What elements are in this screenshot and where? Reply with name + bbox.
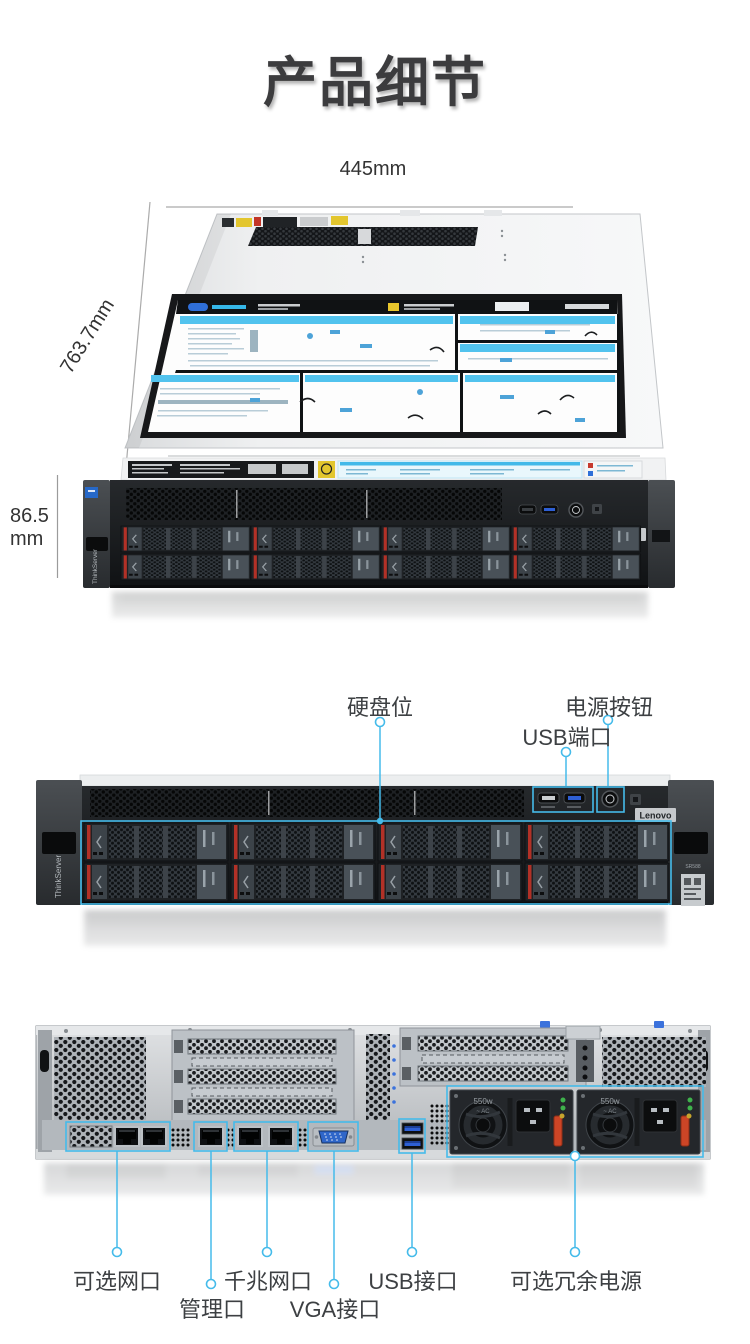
psu-unit-1: 550w ~ AC bbox=[450, 1090, 573, 1154]
callout-label-gbe-ports: 千兆网口 bbox=[223, 1269, 312, 1294]
power-button-icon bbox=[601, 790, 619, 808]
psu-unit-2: 550w ~ AC bbox=[577, 1090, 700, 1154]
rj45-port-icon bbox=[114, 1126, 140, 1147]
callout-lines bbox=[116, 725, 609, 1279]
dimension-lines bbox=[56, 201, 573, 578]
callout-label-power-button: 电源按钮 bbox=[564, 695, 653, 720]
blue-headers bbox=[392, 1044, 396, 1104]
highlight-box-power-button bbox=[596, 786, 625, 813]
callout-label-redundant-psu: 可选冗余电源 bbox=[509, 1269, 642, 1294]
dimension-height-unit: mm bbox=[10, 528, 44, 550]
server-top-view: ThinkServer Lenovo bbox=[55, 210, 705, 668]
model-label: SR588 bbox=[685, 864, 701, 870]
callout-label-vga-port: VGA接口 bbox=[289, 1297, 381, 1322]
dimension-width-label: 445mm bbox=[339, 158, 407, 180]
psu-ac-label: ~ AC bbox=[603, 1109, 617, 1115]
usb-port-icon bbox=[401, 1137, 424, 1150]
chassis-notch bbox=[400, 210, 420, 216]
highlight-box-optional-nic bbox=[65, 1121, 171, 1152]
power-button-icon bbox=[568, 502, 584, 518]
rj45-port-icon bbox=[141, 1126, 167, 1147]
lenovo-logo-text: Lenovo bbox=[639, 811, 672, 821]
callout-dot-drive-bays bbox=[376, 817, 384, 825]
callout-label-optional-nic: 可选网口 bbox=[72, 1269, 161, 1294]
chassis-notch bbox=[262, 210, 278, 216]
vent-gap bbox=[358, 229, 371, 244]
callout-label-management-port: 管理口 bbox=[178, 1297, 245, 1322]
highlight-box-vga-port bbox=[307, 1121, 359, 1152]
label-logo-oval bbox=[188, 303, 208, 311]
rear-vent-left bbox=[54, 1037, 146, 1121]
dimension-height-label: 86.5 mm bbox=[10, 505, 70, 551]
page-title: 产品细节 bbox=[263, 53, 487, 113]
rear-vent-right bbox=[602, 1037, 706, 1087]
psu-wattage-label: 550w bbox=[600, 1097, 619, 1106]
front-vent bbox=[126, 488, 502, 520]
vga-port-icon bbox=[312, 1127, 355, 1147]
rack-ear-right: SR588 bbox=[668, 780, 714, 906]
psu-wattage-label: 550w bbox=[473, 1097, 492, 1106]
lenovo-badge bbox=[635, 808, 676, 822]
rear-latch-handle bbox=[565, 1025, 601, 1040]
callout-label-usb-ports: USB端口 bbox=[522, 725, 612, 750]
rear-bracket bbox=[576, 1040, 594, 1082]
label-diagrams bbox=[299, 331, 598, 420]
callout-label-usb-rear: USB接口 bbox=[368, 1269, 458, 1294]
label-fine-print bbox=[157, 324, 608, 417]
usb-port-icon bbox=[401, 1122, 424, 1135]
rack-ear-left: ThinkServer bbox=[36, 780, 82, 905]
front-control-cluster bbox=[537, 790, 641, 808]
rj45-port-icon bbox=[268, 1126, 294, 1147]
dimension-line-depth bbox=[125, 201, 151, 468]
callout-label-drive-bays: 硬盘位 bbox=[346, 695, 413, 720]
warning-labels bbox=[222, 216, 348, 227]
reflection-fade bbox=[55, 588, 705, 668]
rack-ear-left: ThinkServer bbox=[83, 480, 110, 588]
chassis-notch bbox=[484, 210, 502, 216]
thinkserver-ear-label: ThinkServer bbox=[54, 855, 63, 898]
dimension-height-value: 86.5 bbox=[10, 505, 49, 527]
front-vent bbox=[90, 789, 524, 817]
server-front-view: ThinkServer SR588 Lenovo bbox=[25, 774, 735, 1018]
callout-circles bbox=[111, 714, 614, 1290]
service-label bbox=[140, 294, 626, 438]
rj45-port-icon bbox=[237, 1126, 263, 1147]
thinkserver-ear-label: ThinkServer bbox=[92, 548, 99, 584]
front-strip-labels bbox=[128, 460, 643, 479]
highlight-box-usb-ports bbox=[532, 786, 594, 813]
blue-latch-icon bbox=[654, 1021, 664, 1028]
front-control-cluster-top bbox=[518, 502, 602, 518]
pcie-riser-2 bbox=[399, 1027, 587, 1087]
reflection-fade bbox=[20, 1159, 730, 1269]
highlight-box-gbe-ports bbox=[233, 1121, 299, 1152]
intel-badge-icon bbox=[85, 487, 98, 498]
highlight-box-drive-bays bbox=[80, 820, 672, 905]
server-rear-view: 550w ~ AC 550w ~ AC bbox=[20, 1021, 730, 1269]
management-port-icon bbox=[198, 1126, 224, 1147]
pcie-riser-1 bbox=[171, 1029, 355, 1127]
psu-ac-label: ~ AC bbox=[476, 1109, 490, 1115]
label-yellow-tag bbox=[388, 303, 399, 311]
reflection-fade bbox=[25, 906, 735, 1018]
blue-latch-icon bbox=[540, 1021, 550, 1028]
optional-nic-group bbox=[69, 1125, 167, 1148]
label-blue-marks bbox=[250, 330, 585, 422]
